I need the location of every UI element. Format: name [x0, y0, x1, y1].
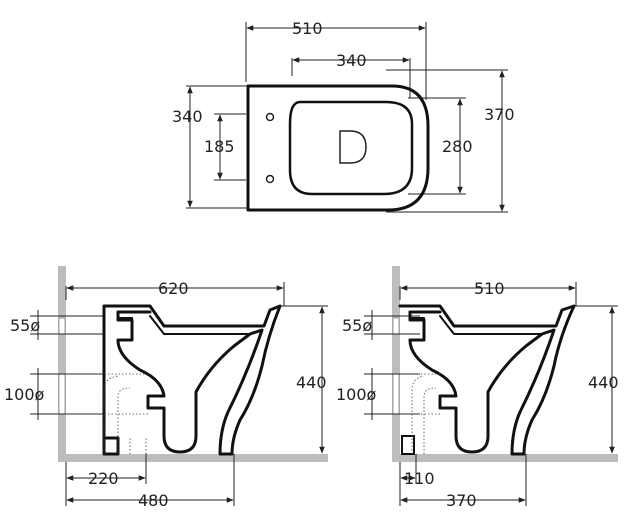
floor-left	[58, 454, 328, 462]
dim-100-right-label: 100ø	[336, 385, 377, 404]
wall-right	[392, 266, 400, 462]
dim-510-label: 510	[292, 19, 323, 38]
wall-opening-inlet	[58, 317, 66, 335]
dim-370-label: 370	[484, 105, 515, 124]
dim-100-left-label: 100ø	[4, 385, 45, 404]
wall-left	[58, 266, 66, 462]
floor-right	[392, 454, 618, 462]
dim-55-left-label: 55ø	[10, 316, 40, 335]
dim-280-label: 280	[442, 137, 473, 156]
dim-440-right-label: 440	[588, 373, 619, 392]
side-view-left: 620 440 55ø 100ø 220 480	[4, 266, 328, 510]
fixing-hole-top	[265, 112, 275, 122]
toilet-body-left	[102, 304, 282, 456]
outlet-stub-right	[401, 435, 415, 455]
flush-inlet-right	[411, 315, 543, 341]
drain-opening	[339, 130, 367, 164]
wall-opening-outlet-right	[392, 373, 400, 415]
dim-620-label: 620	[158, 279, 189, 298]
flush-inlet-left	[119, 315, 251, 341]
dim-185-label: 185	[204, 137, 235, 156]
dim-440-left-label: 440	[296, 373, 327, 392]
dim-110-label: 110	[404, 469, 435, 488]
outlet-pipe-dotted-left	[66, 373, 150, 454]
toilet-body-right	[398, 304, 576, 456]
wall-opening-inlet-right	[392, 317, 400, 335]
side-view-right: 510 440 55ø 100ø 110 370	[336, 266, 619, 510]
dim-510-right-label: 510	[474, 279, 505, 298]
dim-340-label: 340	[336, 51, 367, 70]
dim-220-label: 220	[88, 469, 119, 488]
top-view: 510 340 370 280 340 185	[172, 19, 515, 213]
dim-370-bottom-label: 370	[446, 491, 477, 510]
bowl-inner-outline	[288, 100, 414, 196]
wall-opening-outlet	[58, 373, 66, 415]
bowl-outer-outline	[246, 84, 430, 212]
dim-340-left-label: 340	[172, 107, 203, 126]
dim-480-label: 480	[138, 491, 169, 510]
fixing-hole-bottom	[265, 174, 275, 184]
dim-55-right-label: 55ø	[342, 316, 372, 335]
